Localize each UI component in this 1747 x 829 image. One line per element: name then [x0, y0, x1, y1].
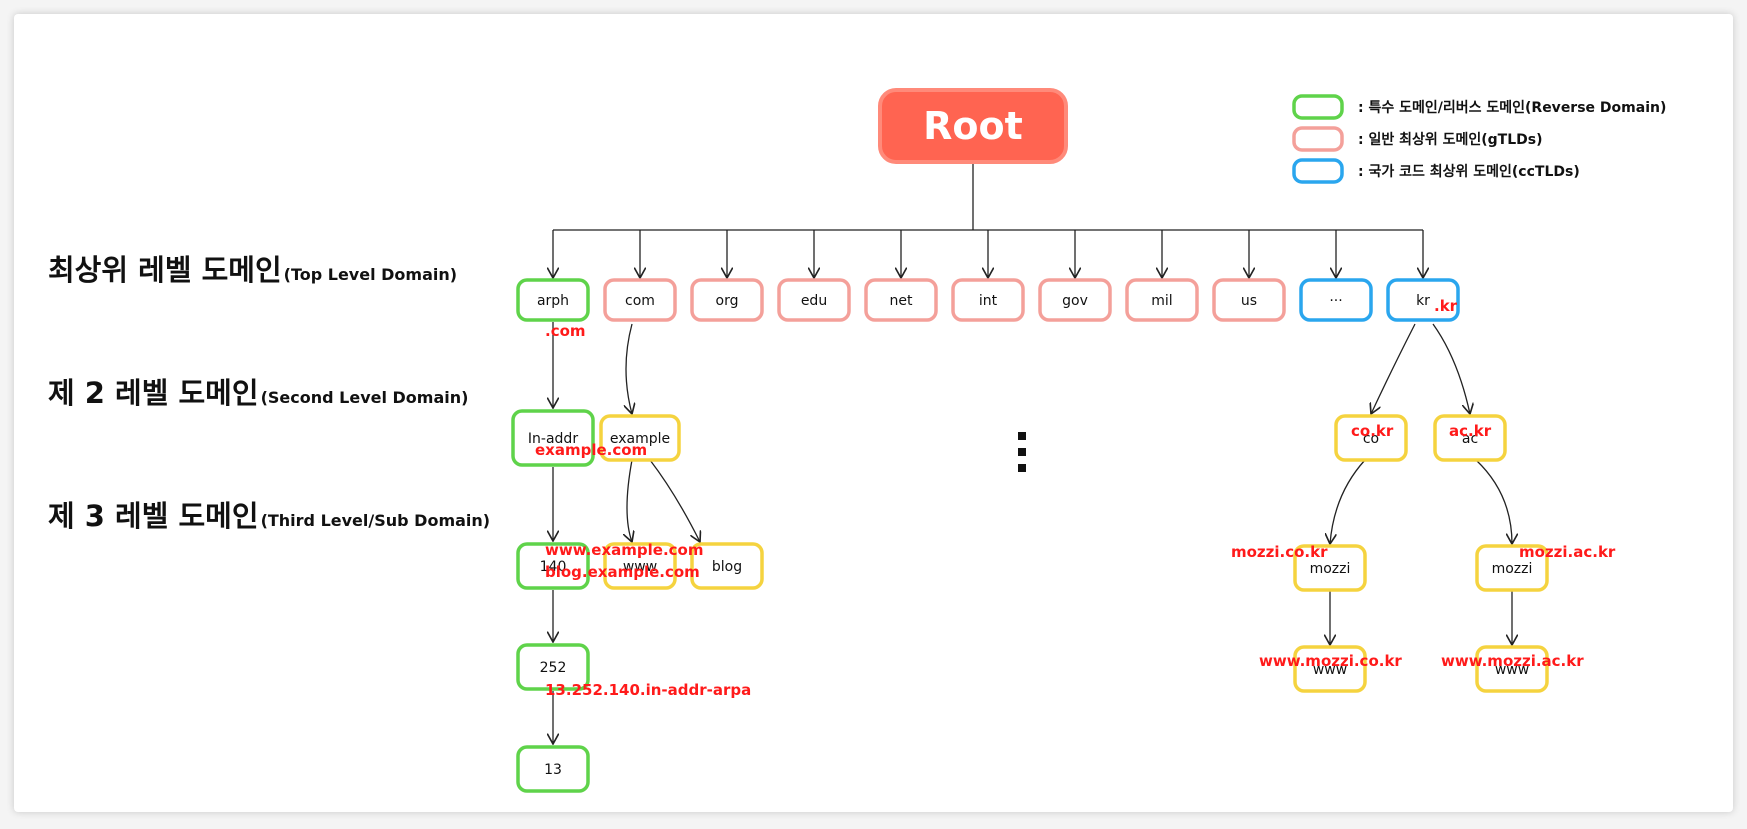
domain-hierarchy-diagram: Root : 특수 도메인/리버스 도메인(Reverse Domain) : 일… [48, 88, 1666, 793]
tld-edu-label: edu [801, 293, 827, 309]
kr-fourth-1: www [1475, 645, 1549, 693]
annotation-www-example: www.example.com [545, 541, 704, 559]
tld-arph-label: arph [537, 293, 569, 309]
tld-net-label: net [890, 293, 913, 309]
kr-third-1-label: mozzi [1492, 561, 1533, 577]
svg-text:제 3 레벨 도메인(Third Level/Sub Dom: 제 3 레벨 도메인(Third Level/Sub Domain) [48, 499, 490, 533]
tld-kr: kr [1386, 278, 1460, 322]
kr-second-ac: ac [1433, 414, 1507, 462]
root-connectors [553, 164, 1423, 278]
level-top-sub: (Top Level Domain) [284, 265, 457, 284]
kr-second-co: co [1334, 414, 1408, 462]
svg-text:최상위 레벨 도메인(Top Level Domain): 최상위 레벨 도메인(Top Level Domain) [48, 253, 457, 287]
level-label-top: 최상위 레벨 도메인(Top Level Domain) [48, 253, 457, 287]
legend-item: : 일반 최상위 도메인(gTLDs) [1292, 126, 1543, 152]
reverse-node-1-label: 140 [540, 559, 567, 575]
legend-item: : 특수 도메인/리버스 도메인(Reverse Domain) [1292, 94, 1666, 120]
tld-edu: edu [777, 278, 851, 322]
legend-label: : 특수 도메인/리버스 도메인(Reverse Domain) [1358, 99, 1666, 116]
kr-fourth-0: www [1293, 645, 1367, 693]
reverse-node-1: 140 [516, 542, 590, 590]
level-third-main: 제 3 레벨 도메인 [48, 499, 259, 533]
edges [553, 322, 1512, 744]
legend-swatch [1292, 158, 1344, 184]
edge-kr-co [1371, 323, 1416, 414]
annotation-co-kr: co.kr [1351, 422, 1394, 440]
annotation-www-mozzi-ac: www.mozzi.ac.kr [1441, 652, 1584, 670]
tld-org: org [690, 278, 764, 322]
root-label: Root [923, 104, 1023, 148]
diagram-card: Root : 특수 도메인/리버스 도메인(Reverse Domain) : 일… [14, 14, 1733, 812]
annotation-example: example.com [535, 441, 647, 459]
level-second-sub: (Second Level Domain) [261, 388, 469, 407]
annotation-blog-example: blog.example.com [545, 563, 700, 581]
annotation-ac-kr: ac.kr [1449, 422, 1492, 440]
level-label-third: 제 3 레벨 도메인(Third Level/Sub Domain) [48, 499, 490, 533]
reverse-node-3: 13 [516, 745, 590, 793]
annotation-com: .com [545, 322, 586, 340]
legend-item: : 국가 코드 최상위 도메인(ccTLDs) [1292, 158, 1580, 184]
edge-co-mozzi [1330, 459, 1366, 544]
legend: : 특수 도메인/리버스 도메인(Reverse Domain) : 일반 최상위… [1292, 94, 1666, 184]
tld-us: us [1212, 278, 1286, 322]
legend-label: : 국가 코드 최상위 도메인(ccTLDs) [1358, 163, 1580, 180]
tld-mil: mil [1125, 278, 1199, 322]
tld-more: ··· [1299, 278, 1373, 322]
legend-swatch [1292, 94, 1344, 120]
tld-gov: gov [1038, 278, 1112, 322]
level-third-sub: (Third Level/Sub Domain) [261, 511, 491, 530]
level-label-second: 제 2 레벨 도메인(Second Level Domain) [48, 376, 468, 410]
tld-com: com [603, 278, 677, 322]
tld-net: net [864, 278, 938, 322]
level-second-main: 제 2 레벨 도메인 [48, 376, 259, 410]
tld-org-label: org [716, 293, 739, 309]
kr-third-0-label: mozzi [1310, 561, 1351, 577]
reverse-node-3-label: 13 [544, 762, 562, 778]
tld-us-label: us [1241, 293, 1257, 309]
example-sub-www: www [603, 542, 677, 590]
reverse-node-2: 252 [516, 643, 590, 691]
kr-fourth-1-label: www [1495, 662, 1529, 678]
example-sub-www-label: www [623, 559, 657, 575]
reverse-node-0-label: In-addr [528, 431, 578, 447]
tld-more-label: ··· [1329, 293, 1342, 309]
ellipsis-marker [1018, 432, 1026, 472]
tld-mil-label: mil [1151, 293, 1172, 309]
annotation-mozzi-co: mozzi.co.kr [1231, 543, 1328, 561]
tld-gov-label: gov [1062, 293, 1088, 309]
annotation-kr: .kr [1434, 297, 1458, 315]
annotations: .com .kr example.com www.example.com blo… [535, 297, 1616, 699]
edge-example-www [627, 459, 632, 542]
edge-com-example [626, 323, 632, 414]
tld-int: int [951, 278, 1025, 322]
level-top-main: 최상위 레벨 도메인 [48, 253, 282, 287]
kr-third-1: mozzi [1475, 544, 1549, 592]
edge-example-blog [649, 459, 700, 542]
tld-arph: arph [516, 278, 590, 322]
kr-second-ac-label: ac [1462, 431, 1478, 447]
tld-int-label: int [979, 293, 998, 309]
legend-label: : 일반 최상위 도메인(gTLDs) [1358, 131, 1543, 148]
annotation-www-mozzi-co: www.mozzi.co.kr [1259, 652, 1402, 670]
tld-kr-label: kr [1416, 293, 1430, 309]
example-sub-blog: blog [690, 542, 764, 590]
kr-fourth-0-label: www [1313, 662, 1347, 678]
annotation-reverse: 13.252.140.in-addr-arpa [545, 681, 751, 699]
svg-text:제 2 레벨 도메인(Second Level Domain: 제 2 레벨 도메인(Second Level Domain) [48, 376, 468, 410]
reverse-node-2-label: 252 [540, 660, 567, 676]
example-node: example [599, 414, 681, 462]
kr-third-0: mozzi [1293, 544, 1367, 592]
edge-ac-mozzi [1475, 459, 1512, 544]
annotation-mozzi-ac: mozzi.ac.kr [1519, 543, 1616, 561]
example-sub-blog-label: blog [712, 559, 742, 575]
kr-second-co-label: co [1363, 431, 1379, 447]
edge-kr-ac [1432, 323, 1470, 414]
reverse-node-0: In-addr [511, 409, 595, 467]
tld-com-label: com [625, 293, 655, 309]
legend-swatch [1292, 126, 1344, 152]
root-node: Root [878, 88, 1068, 164]
example-node-label: example [610, 431, 670, 447]
